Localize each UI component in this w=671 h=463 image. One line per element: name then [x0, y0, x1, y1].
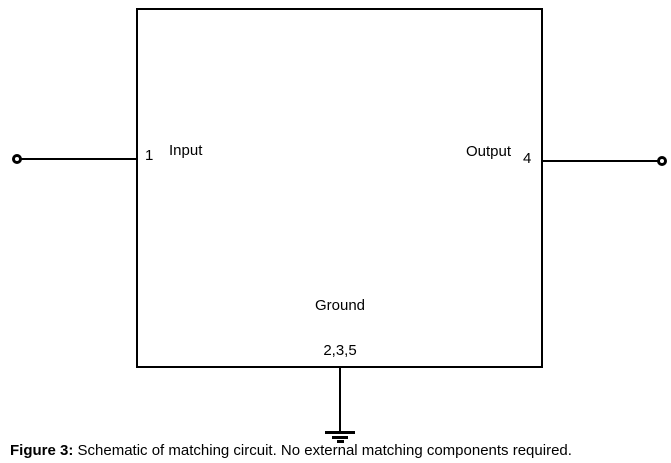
ground-wire: [339, 368, 341, 432]
ground-label: Ground: [314, 297, 366, 314]
ground-pin-numbers: 2,3,5: [323, 342, 357, 359]
ground-bar-medium: [332, 436, 348, 439]
input-terminal-circle: [12, 154, 22, 164]
input-wire: [17, 158, 136, 160]
output-pin-number: 4: [523, 150, 532, 167]
output-label: Output: [466, 143, 512, 160]
ground-bar-short: [337, 440, 344, 443]
input-label: Input: [169, 142, 203, 159]
output-terminal-circle: [657, 156, 667, 166]
input-pin-number: 1: [145, 147, 154, 164]
ground-bar-long: [325, 431, 355, 434]
figure-caption-text: Schematic of matching circuit. No extern…: [77, 442, 572, 459]
figure-caption: Figure 3: Schematic of matching circuit.…: [10, 442, 572, 460]
figure-caption-title: Figure 3:: [10, 442, 74, 459]
output-wire: [543, 160, 662, 162]
circuit-box: [136, 8, 543, 368]
